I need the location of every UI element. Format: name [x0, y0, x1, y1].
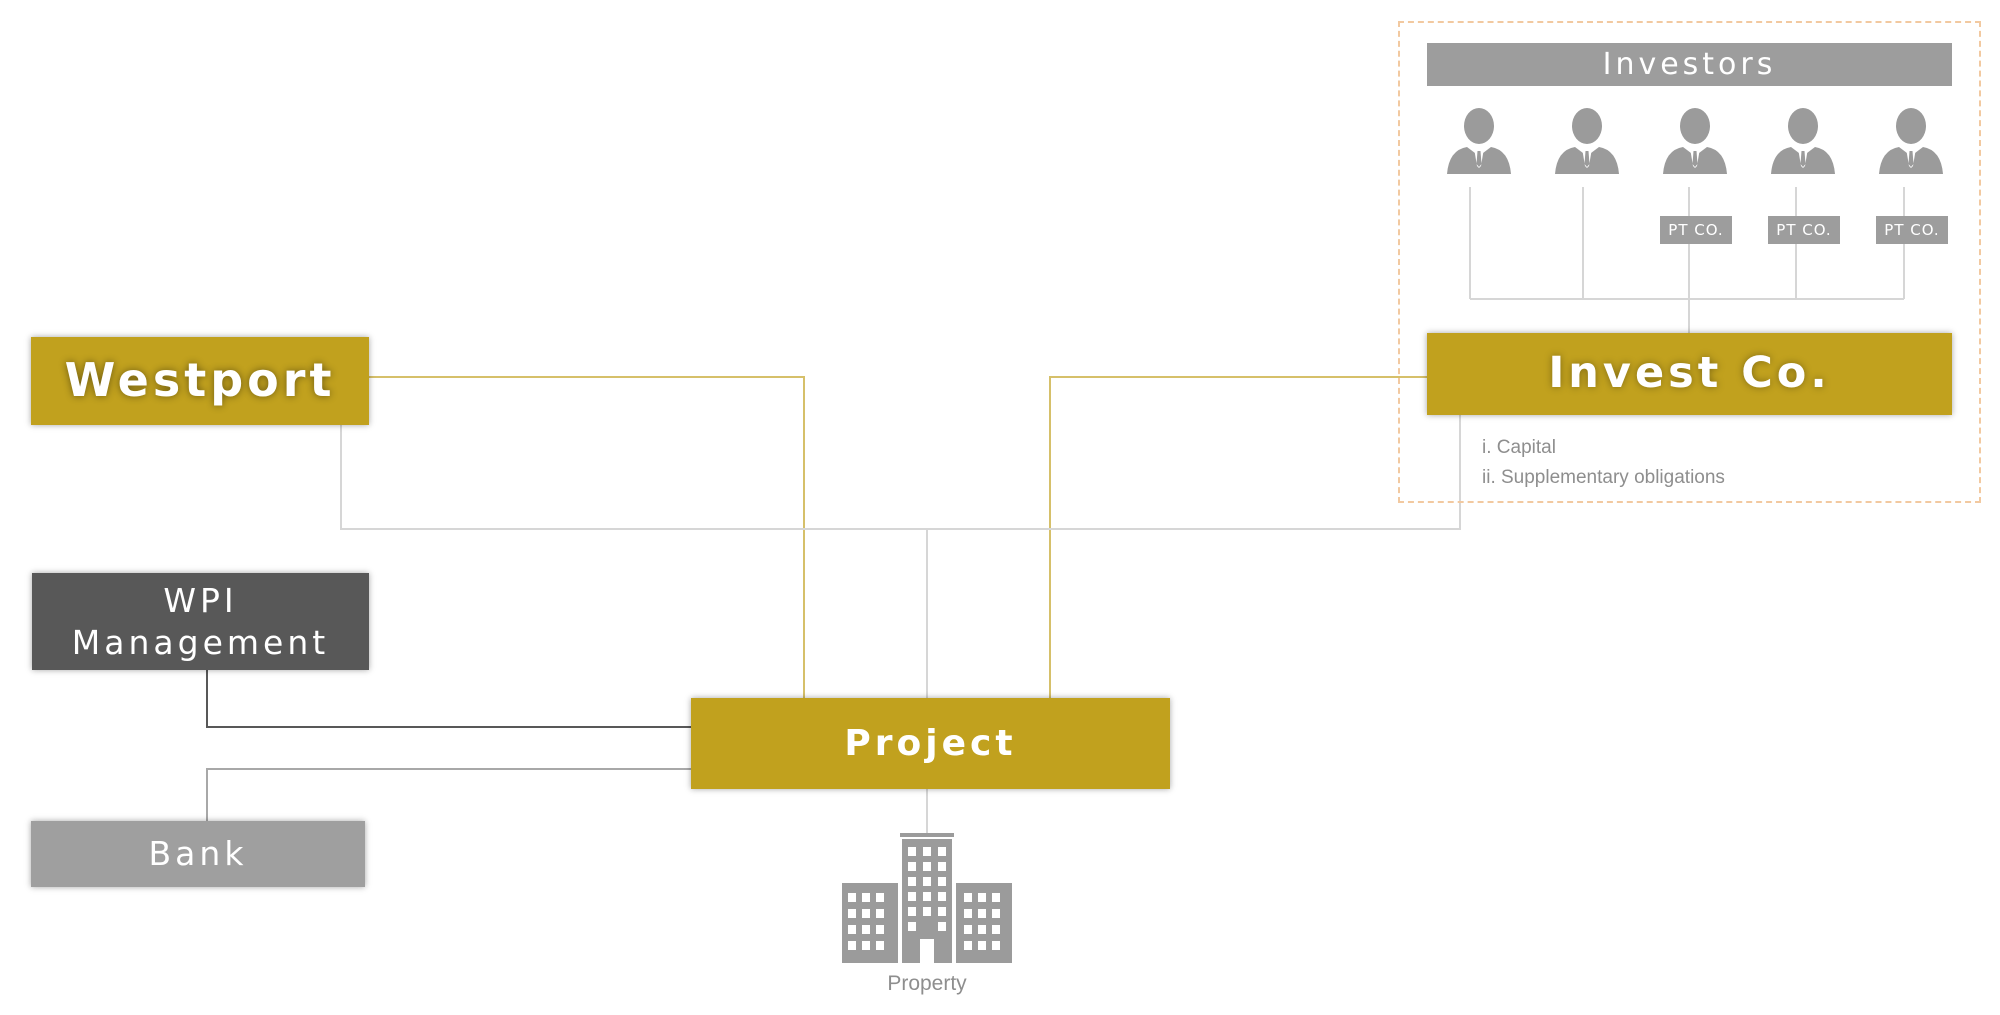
wpi-project-connector — [206, 670, 691, 728]
westport-box: Westport — [31, 337, 369, 425]
pt-co-tag: PT CO. — [1768, 216, 1840, 244]
investor-person-icon — [1555, 108, 1619, 174]
pt-co-tag: PT CO. — [1876, 216, 1948, 244]
wpi-management-label-line1: WPI — [163, 581, 238, 621]
bank-project-connector — [206, 768, 691, 821]
obligation-item: ii. Supplementary obligations — [1482, 467, 1725, 488]
investor-person-icon — [1879, 108, 1943, 174]
investor-person-icon — [1771, 108, 1835, 174]
project-label: Project — [844, 723, 1017, 764]
investor-person-icon — [1447, 108, 1511, 174]
pt-co-tag: PT CO. — [1660, 216, 1732, 244]
investors-group-border — [1398, 21, 1981, 503]
invest-co-box: Invest Co. — [1427, 333, 1952, 415]
bank-label: Bank — [148, 834, 248, 874]
investors-header: Investors — [1427, 43, 1952, 86]
westport-project-connector — [369, 376, 805, 698]
investco-project-connector — [1049, 376, 1427, 698]
wpi-management-box: WPI Management — [32, 573, 369, 670]
property-label: Property — [887, 972, 967, 995]
obligation-item: i. Capital — [1482, 437, 1556, 458]
investor-connectors — [1469, 187, 1905, 333]
invest-co-label: Invest Co. — [1548, 348, 1831, 399]
westport-label: Westport — [64, 353, 336, 408]
invest-co-obligations: i. Capital ii. Supplementary obligations — [1482, 433, 1725, 493]
project-box: Project — [691, 698, 1170, 789]
investor-person-icon — [1663, 108, 1727, 174]
building-icon — [842, 833, 1012, 963]
westport-investco-link — [340, 415, 1461, 530]
wpi-management-label-line2: Management — [71, 622, 330, 662]
bank-box: Bank — [31, 821, 365, 887]
